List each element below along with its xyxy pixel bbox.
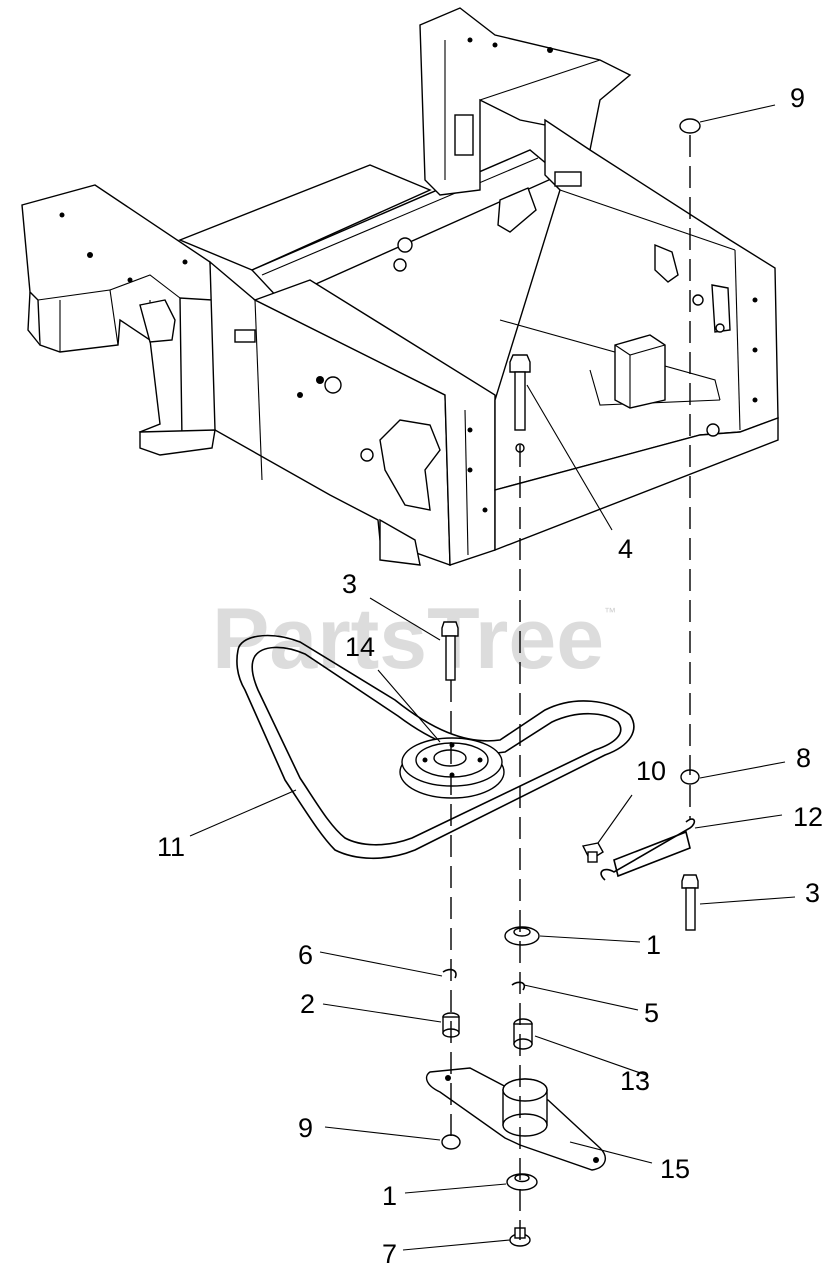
belt-assembly bbox=[236, 634, 635, 860]
leader-lines bbox=[189, 104, 796, 1251]
watermark-trademark: ™ bbox=[604, 605, 616, 619]
callout-7: 7 bbox=[382, 1239, 397, 1269]
callout-3-lower: 3 bbox=[805, 878, 820, 908]
callout-4: 4 bbox=[618, 534, 633, 564]
callout-1-upper: 1 bbox=[646, 930, 661, 960]
callout-9-top: 9 bbox=[790, 83, 805, 113]
frame-assembly bbox=[21, 7, 779, 567]
watermark-text: PartsTree bbox=[212, 591, 604, 687]
callout-10: 10 bbox=[636, 756, 666, 786]
callout-9-lower: 9 bbox=[298, 1113, 313, 1143]
watermark: PartsTree ™ bbox=[212, 591, 616, 687]
callout-14: 14 bbox=[345, 632, 375, 662]
callout-11: 11 bbox=[157, 832, 185, 862]
callout-labels: 9 4 3 14 8 10 12 11 3 1 6 5 2 13 9 15 1 … bbox=[157, 83, 823, 1269]
bolt-hardware bbox=[441, 118, 701, 1247]
callout-5: 5 bbox=[644, 998, 659, 1028]
idler-arm bbox=[425, 1067, 606, 1171]
callout-6: 6 bbox=[298, 940, 313, 970]
callout-15: 15 bbox=[660, 1154, 690, 1184]
callout-1-lower: 1 bbox=[382, 1181, 397, 1211]
callout-12: 12 bbox=[793, 802, 823, 832]
idler-pulley bbox=[399, 737, 505, 799]
assembly-center-lines bbox=[450, 135, 691, 1240]
callout-3-upper: 3 bbox=[342, 569, 357, 599]
callout-2: 2 bbox=[300, 989, 315, 1019]
callout-13: 13 bbox=[620, 1066, 650, 1096]
callout-8: 8 bbox=[796, 743, 811, 773]
